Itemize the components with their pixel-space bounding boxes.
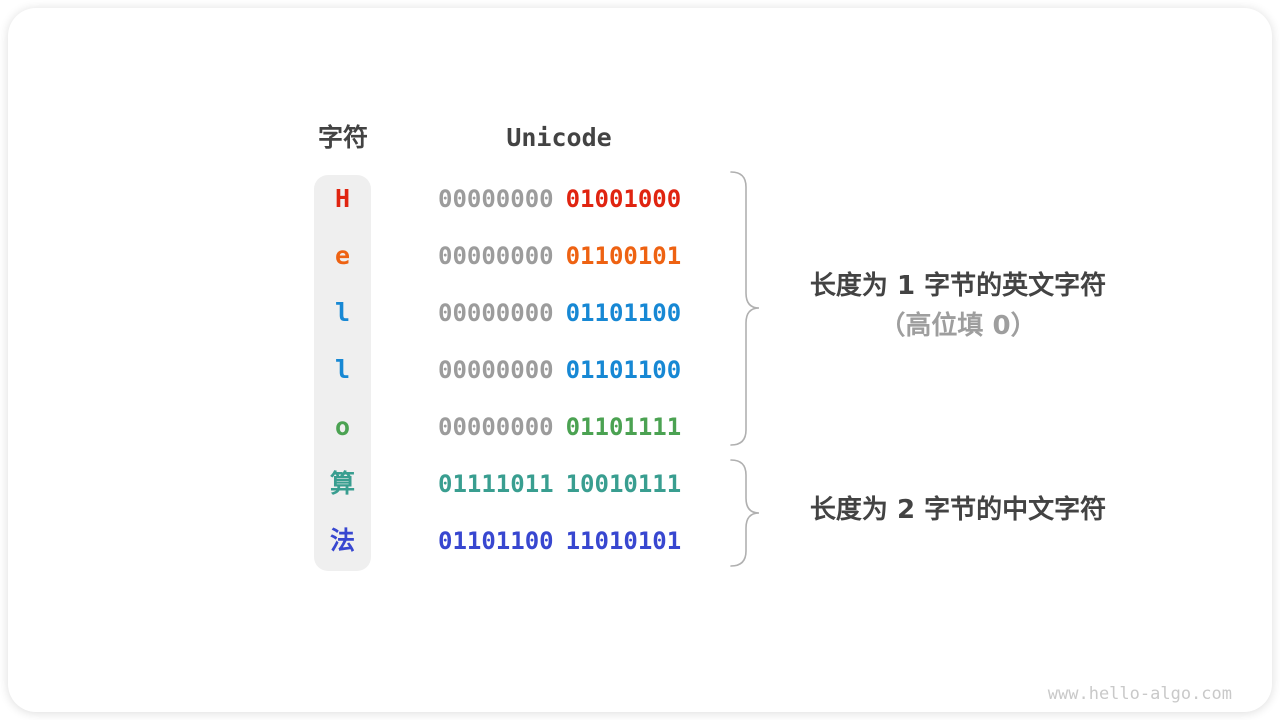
char-cell-suan: 算 [329, 469, 355, 498]
low-byte: 01101111 [565, 413, 682, 441]
low-byte: 10010111 [565, 470, 682, 498]
low-byte: 01101100 [565, 299, 682, 327]
unicode-row-suan: 01111011 10010111 [438, 469, 681, 499]
char-cell-e: e [334, 241, 351, 270]
high-byte: 00000000 [438, 356, 554, 384]
low-byte: 11010101 [565, 527, 682, 555]
high-byte: 00000000 [438, 185, 554, 213]
high-byte: 01111011 [438, 470, 554, 498]
curly-brace-chinese-group-icon [730, 459, 760, 567]
char-column-background [314, 175, 371, 571]
diagram-card: 字符 Unicode H 00000000 01001000 e 00000000… [8, 8, 1272, 712]
high-byte: 00000000 [438, 242, 554, 270]
annotation-chinese-group: 长度为 2 字节的中文字符 [809, 495, 1107, 525]
annotation-english-group: 长度为 1 字节的英文字符 （高位填 0） [758, 266, 1158, 346]
char-cell-l2: l [334, 355, 351, 384]
low-byte: 01100101 [565, 242, 682, 270]
unicode-row-l2: 00000000 01101100 [438, 355, 681, 385]
unicode-row-fa: 01101100 11010101 [438, 526, 681, 556]
unicode-row-h: 00000000 01001000 [438, 184, 681, 214]
high-byte: 01101100 [438, 527, 554, 555]
high-byte: 00000000 [438, 299, 554, 327]
unicode-row-e: 00000000 01100101 [438, 241, 681, 271]
unicode-row-l1: 00000000 01101100 [438, 298, 681, 328]
low-byte: 01001000 [565, 185, 682, 213]
char-cell-o: o [334, 412, 351, 441]
char-cell-l1: l [334, 298, 351, 327]
annotation-english-line2: （高位填 0） [879, 311, 1037, 341]
annotation-english-line1: 长度为 1 字节的英文字符 [809, 271, 1107, 301]
column-header-char: 字符 [317, 123, 368, 152]
low-byte: 01101100 [565, 356, 682, 384]
curly-brace-english-group-icon [730, 171, 760, 446]
watermark-url: www.hello-algo.com [1047, 684, 1232, 704]
high-byte: 00000000 [438, 413, 554, 441]
column-header-unicode: Unicode [506, 123, 612, 152]
unicode-row-o: 00000000 01101111 [438, 412, 681, 442]
char-cell-h: H [334, 184, 351, 213]
char-cell-fa: 法 [329, 526, 355, 555]
